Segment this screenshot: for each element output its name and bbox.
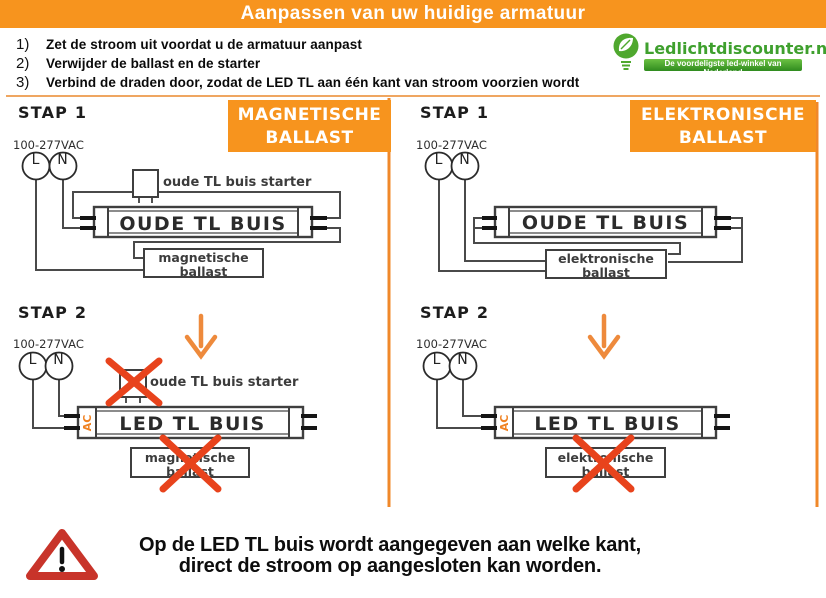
tube-pins: [482, 216, 731, 230]
ballast-label: elektronische ballast: [557, 450, 654, 480]
starter-box: [132, 169, 159, 198]
header-bar: Aanpassen van uw huidige armatuur: [0, 0, 826, 28]
starter-box: [119, 369, 147, 398]
instruction-step-2: 2) Verwijder de ballast en de starter: [16, 55, 260, 72]
instruction-text: Zet de stroom uit voordat u de armatuur …: [46, 37, 362, 52]
step-heading: STAP 2: [18, 303, 88, 322]
wires-magnetic-step2: [32, 380, 66, 429]
tube-oude-tl: [92, 205, 314, 239]
step-heading: STAP 2: [420, 303, 490, 322]
footer-line-1: Op de LED TL buis wordt aangegeven aan w…: [139, 534, 641, 556]
starter-pins: [138, 197, 153, 203]
brand-name: Ledlichtdiscounter.nl: [644, 39, 826, 58]
tube-label: LED TL BUIS: [534, 413, 681, 435]
ballast-box: [143, 248, 264, 278]
neutral-terminal-label: N: [53, 352, 64, 368]
wires-electronic-step1: [438, 180, 743, 272]
voltage-label: 100-277VAC: [13, 337, 84, 351]
tube-oude-tl: [493, 205, 718, 239]
wires-magnetic-step1: [35, 180, 341, 271]
down-arrow-icon: [184, 313, 218, 360]
ballast-label: magnetische ballast: [144, 450, 236, 480]
n-terminal-circle: [450, 151, 480, 181]
starter-label: oude TL buis starter: [150, 375, 299, 390]
page-title: Aanpassen van uw huidige armatuur: [240, 3, 586, 24]
instruction-number: 2): [16, 55, 30, 72]
tube-pins: [64, 414, 317, 430]
instruction-number: 3): [16, 74, 30, 91]
tube-label: LED TL BUIS: [119, 413, 266, 435]
neutral-terminal-label: N: [457, 352, 468, 368]
n-terminal-circle: [48, 151, 78, 181]
wires-electronic-step2: [436, 380, 483, 429]
live-terminal-label: L: [432, 352, 441, 368]
step-heading: STAP 1: [420, 103, 490, 122]
footer-warning-text: Op de LED TL buis wordt aangegeven aan w…: [100, 535, 680, 577]
tube-led-tl: [493, 405, 718, 440]
down-arrow-icon: [587, 313, 621, 360]
voltage-label: 100-277VAC: [416, 337, 487, 351]
live-terminal-label: L: [28, 352, 37, 368]
badge-magnetic-ballast: MAGNETISCHE BALLAST: [228, 100, 391, 152]
instruction-step-3: 3) Verbind de draden door, zodat de LED …: [16, 74, 579, 91]
badge-electronic-ballast: ELEKTRONISCHE BALLAST: [630, 100, 816, 152]
tube-pins: [80, 216, 327, 230]
live-terminal-label: L: [31, 152, 40, 168]
live-terminal-label: L: [434, 152, 443, 168]
ballast-label: magnetische ballast: [158, 250, 249, 280]
instruction-step-1: 1) Zet de stroom uit voordat u de armatu…: [16, 36, 362, 53]
brand-tagline: De voordeligste led-winkel van Nederland: [644, 59, 802, 77]
n-terminal-circle: [44, 351, 74, 381]
ballast-box: [545, 249, 667, 279]
voltage-label: 100-277VAC: [416, 138, 487, 152]
footer-line-2: direct de stroom op aangesloten kan word…: [178, 555, 602, 577]
tube-pins: [481, 414, 730, 430]
tube-label: OUDE TL BUIS: [521, 212, 690, 234]
tube-label: OUDE TL BUIS: [119, 213, 287, 235]
starter-label: oude TL buis starter: [163, 175, 312, 190]
warning-triangle-icon: [26, 529, 98, 580]
voltage-label: 100-277VAC: [13, 138, 84, 152]
ballast-label: elektronische ballast: [558, 251, 654, 281]
instruction-number: 1): [16, 36, 30, 53]
step-heading: STAP 1: [18, 103, 88, 122]
neutral-terminal-label: N: [459, 152, 470, 168]
leaf-bulb-icon: [613, 33, 639, 70]
instruction-text: Verwijder de ballast en de starter: [46, 56, 261, 71]
neutral-terminal-label: N: [57, 152, 68, 168]
instruction-text: Verbind de draden door, zodat de LED TL …: [46, 75, 580, 90]
n-terminal-circle: [448, 351, 478, 381]
